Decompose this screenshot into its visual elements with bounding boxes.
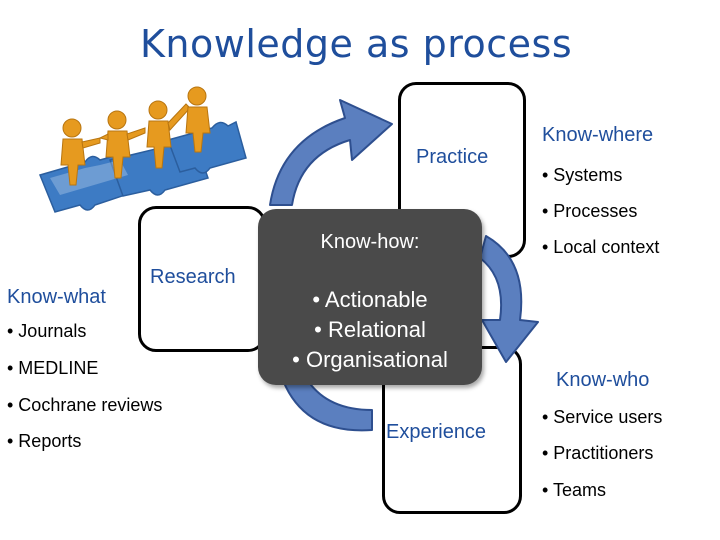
know-what-item: • Cochrane reviews <box>7 395 163 415</box>
practice-label: Practice <box>416 146 489 168</box>
know-where-heading: Know-where <box>542 124 654 146</box>
know-what-heading: Know-what <box>7 286 106 308</box>
know-how-item: • Organisational <box>292 347 448 372</box>
research-label: Research <box>150 266 236 288</box>
know-how-heading: Know-how: <box>320 231 420 253</box>
know-what-item: • MEDLINE <box>7 358 99 378</box>
know-where-item: • Local context <box>542 237 660 257</box>
know-who-item: • Teams <box>542 480 606 500</box>
know-where-item: • Processes <box>542 201 638 221</box>
know-what-item: • Reports <box>7 431 82 451</box>
arrow-research-to-practice <box>269 99 393 206</box>
know-how-item: • Actionable <box>312 287 428 312</box>
know-how-box: Know-how: • Actionable • Relational • Or… <box>258 209 482 385</box>
know-who-heading: Know-who <box>556 369 650 391</box>
know-where-item: • Systems <box>542 165 623 185</box>
know-what-item: • Journals <box>7 321 87 341</box>
know-who-item: • Practitioners <box>542 443 654 463</box>
experience-label: Experience <box>386 421 487 443</box>
page-title: Knowledge as process <box>140 22 573 66</box>
know-who-item: • Service users <box>542 407 663 427</box>
know-how-item: • Relational <box>314 317 426 342</box>
